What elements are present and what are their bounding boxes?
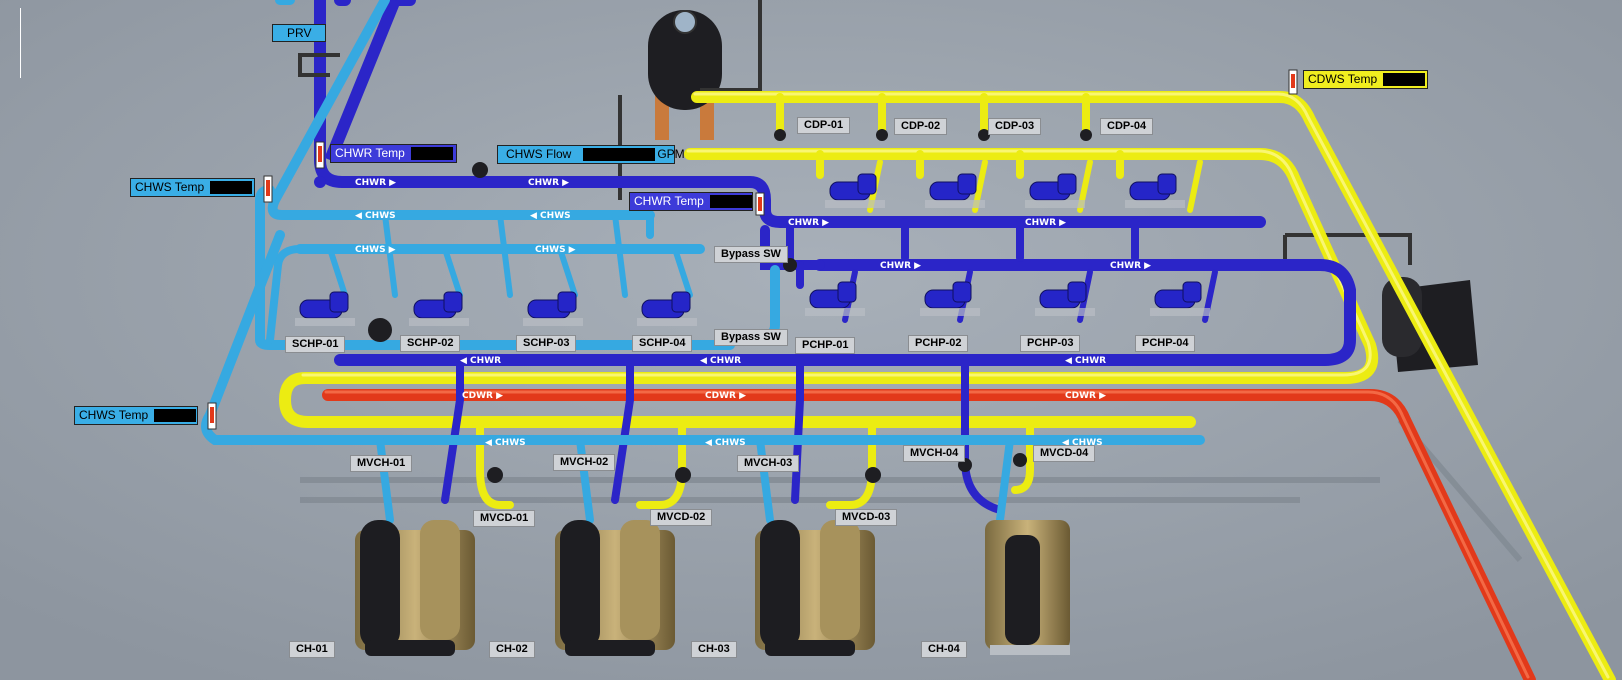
mvcd-02-label[interactable]: MVCD-02 <box>650 509 713 526</box>
flow-label-chwr-5: CHWR ▶ <box>880 261 921 271</box>
ch-03-label[interactable]: CH-03 <box>691 641 737 658</box>
ch-01-label[interactable]: CH-01 <box>289 641 335 658</box>
cdp-02-label[interactable]: CDP-02 <box>894 118 948 135</box>
flow-label-chwr-2: CHWR ▶ <box>528 178 569 188</box>
pchp-02-label[interactable]: PCHP-02 <box>908 335 969 352</box>
cdws-temp-value <box>1383 73 1426 87</box>
cdws-pipes <box>278 91 1616 680</box>
flow-label-chws-1: ◀ CHWS <box>355 211 396 221</box>
cdws-temp-readout[interactable]: CDWS Temp <box>1303 70 1428 89</box>
temp-sensor-bulbs <box>210 74 1295 423</box>
ch-02-label[interactable]: CH-02 <box>489 641 535 658</box>
mvcd-03-label[interactable]: MVCD-03 <box>835 509 898 526</box>
flow-label-chwr-8: ◀ CHWR <box>700 356 741 366</box>
chiller-graphics <box>355 520 1070 656</box>
chws-temp-top-readout[interactable]: CHWS Temp <box>130 178 255 197</box>
flow-label-chws-6: ◀ CHWS <box>705 438 746 448</box>
chws-temp-bottom-readout[interactable]: CHWS Temp <box>74 406 198 425</box>
flow-label-cdwr-2: CDWR ▶ <box>705 391 746 401</box>
chws-flow-readout[interactable]: CHWS Flow GPM <box>497 145 685 164</box>
cdwr-pipes <box>322 389 1536 680</box>
chwr-temp-top-label: CHWR Temp <box>335 146 405 160</box>
chwr-temp-top-value <box>410 147 453 161</box>
flow-label-chwr-1: CHWR ▶ <box>355 178 396 188</box>
chwr-pipes <box>314 0 1356 514</box>
mvch-04-label[interactable]: MVCH-04 <box>903 445 966 462</box>
chwr-temp-mid-value <box>709 195 752 209</box>
flow-label-cdwr-3: CDWR ▶ <box>1065 391 1106 401</box>
schp-03-label[interactable]: SCHP-03 <box>516 335 577 352</box>
flow-label-cdwr-1: CDWR ▶ <box>462 391 503 401</box>
pump-graphics <box>295 129 1210 483</box>
chws-flow-label: CHWS Flow <box>506 147 572 161</box>
mvch-02-label[interactable]: MVCH-02 <box>553 454 616 471</box>
chws-temp-top-value <box>210 181 253 195</box>
mvcd-01-label[interactable]: MVCD-01 <box>473 510 536 527</box>
bypass-sw-bottom-label: Bypass SW <box>714 329 788 346</box>
ch-04-label[interactable]: CH-04 <box>921 641 967 658</box>
mvch-03-label[interactable]: MVCH-03 <box>737 455 800 472</box>
pchp-01-label[interactable]: PCHP-01 <box>795 337 856 354</box>
flow-label-chws-4: CHWS ▶ <box>535 245 576 255</box>
cdws-temp-label: CDWS Temp <box>1308 72 1378 86</box>
chws-flow-unit: GPM <box>657 147 685 161</box>
flow-label-chws-7: ◀ CHWS <box>1062 438 1103 448</box>
edge-marker <box>20 8 21 78</box>
cdp-03-label[interactable]: CDP-03 <box>988 118 1042 135</box>
flow-label-chws-3: CHWS ▶ <box>355 245 396 255</box>
cdp-04-label[interactable]: CDP-04 <box>1100 118 1154 135</box>
flow-labels: CHWR ▶ CHWR ▶ CHWR ▶ CHWR ▶ CHWR ▶ CHWR … <box>355 178 1151 448</box>
chwr-temp-mid-readout[interactable]: CHWR Temp <box>629 192 753 211</box>
prv-label: PRV <box>272 24 327 42</box>
flow-label-chws-5: ◀ CHWS <box>485 438 526 448</box>
flow-label-chwr-7: ◀ CHWR <box>460 356 501 366</box>
chwr-temp-top-readout[interactable]: CHWR Temp <box>330 144 457 163</box>
flow-label-chwr-3: CHWR ▶ <box>788 218 829 228</box>
cdp-01-label[interactable]: CDP-01 <box>797 117 851 134</box>
flow-label-chwr-9: ◀ CHWR <box>1065 356 1106 366</box>
chws-temp-top-label: CHWS Temp <box>135 180 205 194</box>
flow-label-chwr-4: CHWR ▶ <box>1025 218 1066 228</box>
chws-temp-bottom-value <box>154 409 197 423</box>
expansion-tank <box>648 10 722 140</box>
mvcd-04-label[interactable]: MVCD-04 <box>1033 445 1096 462</box>
schp-02-label[interactable]: SCHP-02 <box>400 335 461 352</box>
chwr-temp-mid-label: CHWR Temp <box>634 194 704 208</box>
chws-pipes <box>201 0 1205 524</box>
mvch-01-label[interactable]: MVCH-01 <box>350 455 413 472</box>
pchp-04-label[interactable]: PCHP-04 <box>1135 335 1196 352</box>
flow-label-chwr-6: CHWR ▶ <box>1110 261 1151 271</box>
chws-temp-bottom-label: CHWS Temp <box>79 408 149 422</box>
flow-label-chws-2: ◀ CHWS <box>530 211 571 221</box>
bypass-sw-top-label: Bypass SW <box>714 246 788 263</box>
schp-01-label[interactable]: SCHP-01 <box>285 336 346 353</box>
schp-04-label[interactable]: SCHP-04 <box>632 335 693 352</box>
chws-flow-value <box>583 148 656 162</box>
pchp-03-label[interactable]: PCHP-03 <box>1020 335 1081 352</box>
